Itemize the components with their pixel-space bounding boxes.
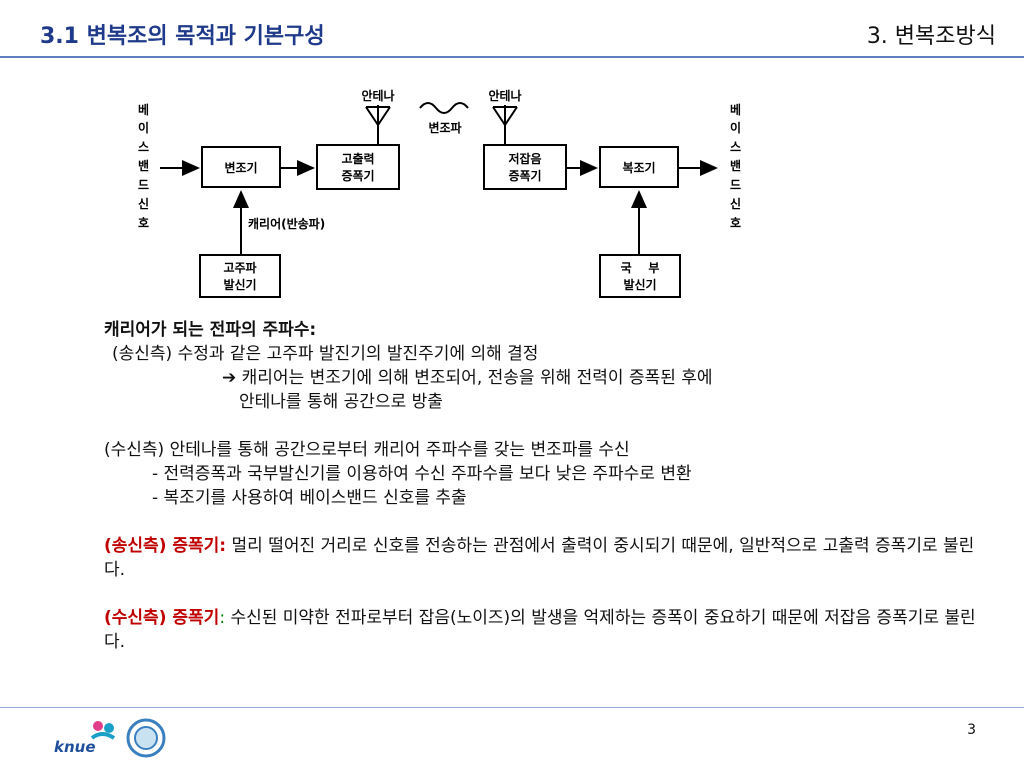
modulator-label: 변조기: [224, 160, 257, 175]
rx-amp-paragraph: (수신측) 증폭기: 수신된 미약한 전파로부터 잡음(노이즈)의 발생을 억제…: [104, 606, 984, 654]
local-osc-label-2: 발신기: [623, 277, 656, 292]
right-baseband-label: 베 이 스 밴 드 신 호: [730, 102, 741, 230]
modulation-block-diagram: 베 이 스 밴 드 신 호 변조기 고출력 증폭기 안테나 변조파 안테나 저잡…: [138, 88, 741, 298]
spacer: [104, 414, 984, 438]
left-label-char: 드: [138, 178, 149, 192]
rx-antenna-label: 안테나: [488, 88, 521, 103]
left-label-char: 신: [138, 196, 149, 211]
logo-dot-blue: [104, 723, 114, 733]
tx-amp-paragraph: (송신측) 증폭기: 멀리 떨어진 거리로 신호를 전송하는 관점에서 출력이 …: [104, 534, 984, 582]
section-title: 3. 변복조방식: [866, 24, 996, 49]
tx-arrow-line-cont: 안테나를 통해 공간으로 방출: [239, 392, 443, 412]
hf-osc-label-2: 발신기: [223, 277, 256, 292]
left-label-char: 밴: [138, 159, 149, 173]
left-baseband-label: 베 이 스 밴 드 신 호: [138, 102, 149, 230]
tx-amp-label: (송신측) 증폭기:: [104, 536, 227, 556]
hp-amp-label-1: 고출력: [341, 151, 374, 166]
tx-arrow-text: 캐리어는 변조기에 의해 변조되어, 전송을 위해 전력이 증폭된 후에: [241, 368, 713, 388]
right-label-char: 밴: [730, 159, 741, 173]
rx-bullet-1: - 전력증폭과 국부발신기를 이용하여 수신 주파수를 보다 낮은 주파수로 변…: [152, 464, 692, 484]
arrow-right-icon: ➔: [222, 368, 237, 388]
slide-body: 캐리어가 되는 전파의 주파수: (송신측) 수정과 같은 고주파 발진기의 발…: [104, 318, 984, 654]
carrier-frequency-heading: 캐리어가 되는 전파의 주파수:: [104, 320, 317, 340]
demodulator-label: 복조기: [622, 160, 655, 175]
modulated-wave-label: 변조파: [428, 120, 461, 135]
local-osc-box: [599, 254, 681, 298]
rx-amp-colon: :: [219, 608, 226, 628]
tx-amp-text: 멀리 떨어진 거리로 신호를 전송하는 관점에서 출력이 중시되기 때문에, 일…: [104, 536, 975, 580]
logo-text: knue: [54, 738, 96, 756]
left-label-char: 호: [138, 216, 149, 230]
left-label-char: 이: [138, 120, 149, 135]
rx-side-line: (수신측) 안테나를 통해 공간으로부터 캐리어 주파수를 갖는 변조파를 수신: [104, 440, 630, 460]
right-label-char: 스: [730, 140, 741, 154]
right-label-char: 드: [730, 178, 741, 192]
wave-icon: [419, 102, 469, 114]
logo-swoosh: [90, 732, 116, 740]
knue-logo: knue: [54, 718, 166, 758]
carrier-label: 캐리어(반송파): [248, 216, 325, 231]
tx-antenna-icon: [365, 105, 391, 145]
right-label-char: 이: [730, 120, 741, 135]
rx-bullet-2: - 복조기를 사용하여 베이스밴드 신호를 추출: [152, 488, 467, 508]
demodulator-box: [599, 146, 679, 188]
header-divider: [0, 56, 1024, 58]
hf-osc-box: [199, 254, 281, 298]
page-number: 3: [967, 722, 976, 738]
spacer: [104, 582, 984, 606]
rx-amp-label: (수신측) 증폭기: [104, 608, 220, 628]
rx-amp-text: 수신된 미약한 전파로부터 잡음(노이즈)의 발생을 억제하는 증폭이 중요하기…: [104, 608, 976, 652]
footer-divider: [0, 707, 1024, 708]
seal-inner: [134, 726, 158, 750]
hp-amp-box: [316, 144, 400, 190]
ln-amp-label-2: 증폭기: [508, 168, 541, 183]
local-osc-label-1: 국 부: [621, 261, 660, 275]
left-label-char: 스: [138, 140, 149, 154]
tx-side-line: (송신측) 수정과 같은 고주파 발진기의 발진주기에 의해 결정: [112, 344, 539, 364]
right-label-char: 신: [730, 196, 741, 211]
rx-antenna-icon: [492, 105, 518, 145]
ln-amp-label-1: 저잡음: [508, 151, 541, 166]
page-title: 3.1 변복조의 목적과 기본구성: [40, 24, 325, 49]
right-label-char: 베: [730, 102, 741, 117]
tx-arrow-line: ➔ 캐리어는 변조기에 의해 변조되어, 전송을 위해 전력이 증폭된 후에: [104, 366, 984, 390]
hf-osc-label-1: 고주파: [223, 260, 256, 275]
spacer: [104, 510, 984, 534]
hp-amp-label-2: 증폭기: [341, 168, 374, 183]
right-label-char: 호: [730, 216, 741, 230]
tx-antenna-label: 안테나: [361, 88, 394, 103]
left-label-char: 베: [138, 102, 149, 117]
logo-dot-pink: [93, 721, 103, 731]
